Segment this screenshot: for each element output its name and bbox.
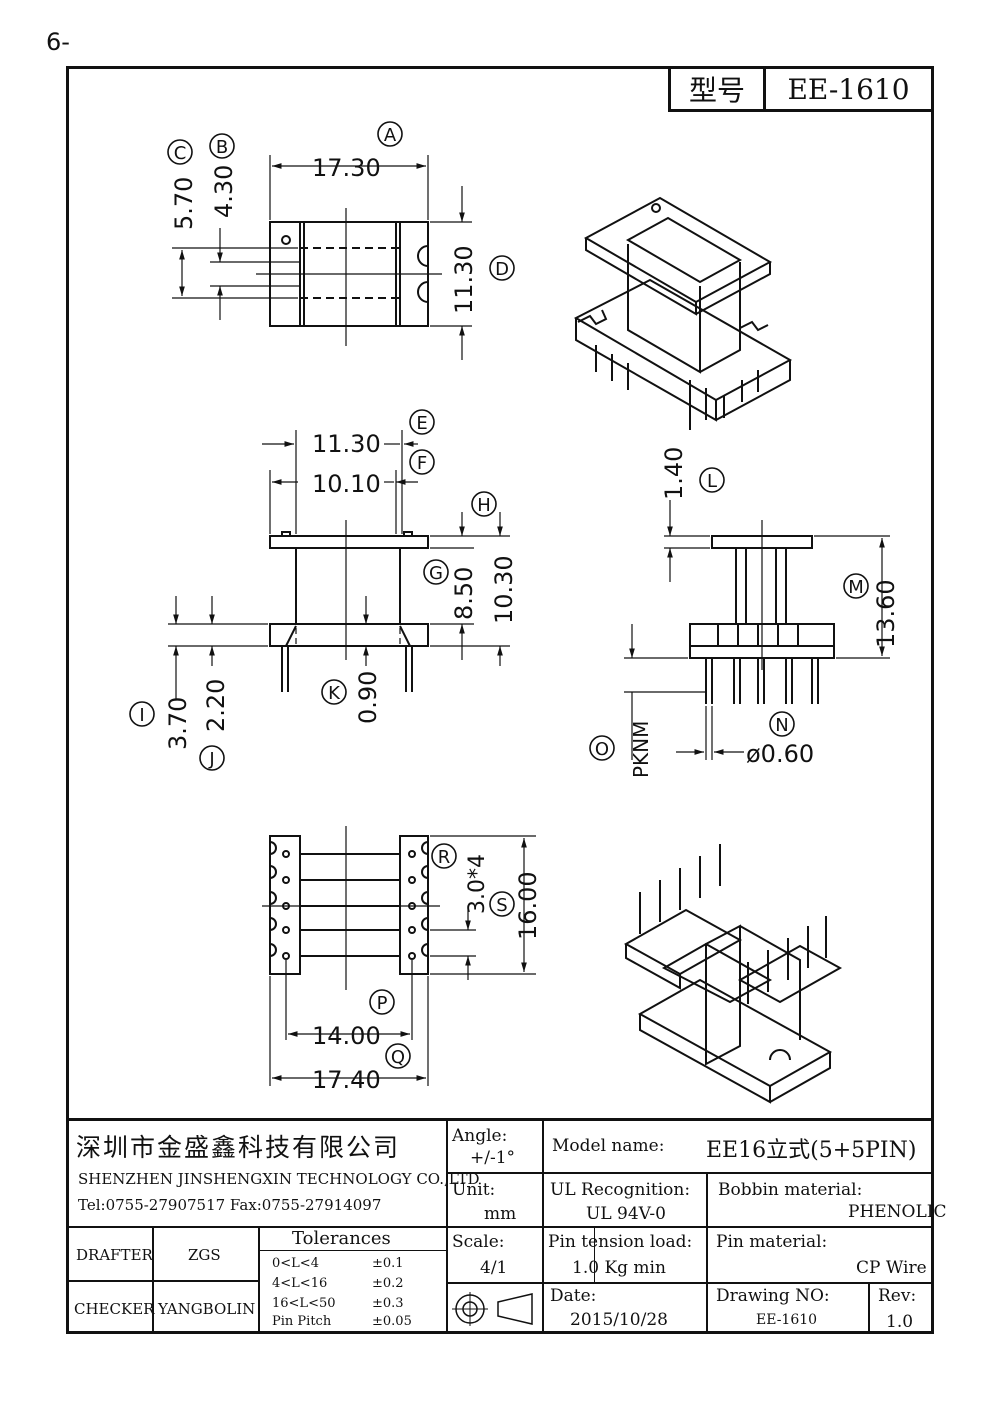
label-R: R: [438, 847, 451, 868]
dim-I: 3.70: [164, 697, 192, 750]
tolerance-value-2: ±0.2: [372, 1276, 404, 1291]
dim-G: 8.50: [450, 567, 478, 620]
dim-S: 16.00: [514, 871, 542, 940]
rev-label: Rev:: [878, 1286, 917, 1306]
projection-symbol-icon: [452, 1292, 533, 1326]
dim-K: 0.90: [354, 671, 382, 724]
label-H: H: [477, 495, 491, 516]
tolerance-range-3: 16<L<50: [272, 1296, 336, 1311]
drafter-value: ZGS: [188, 1246, 221, 1264]
dim-L: 1.40: [660, 447, 688, 500]
scale-value: 4/1: [480, 1258, 508, 1278]
circle-labels: [129, 121, 869, 1069]
front-view: [168, 430, 510, 700]
technical-drawing: A B C D E F G H I J K L M N O P Q R S 17…: [129, 121, 900, 1104]
drawing-frame: [66, 66, 934, 1334]
label-D: D: [495, 259, 509, 280]
dim-R: 3.0*4: [465, 854, 490, 914]
unit-value: mm: [484, 1204, 517, 1224]
bottom-view: [262, 826, 536, 1086]
ul-value: UL 94V-0: [586, 1204, 666, 1224]
dim-N: ø0.60: [746, 740, 814, 768]
label-P: P: [377, 993, 388, 1014]
dim-D: 11.30: [450, 245, 478, 314]
dim-P: 14.00: [312, 1022, 381, 1050]
tolerances-title: Tolerances: [292, 1228, 391, 1249]
unit-label: Unit:: [452, 1180, 496, 1200]
bobbin-value: PHENOLIC: [848, 1202, 947, 1222]
label-C: C: [174, 143, 187, 164]
angle-label: Angle:: [452, 1126, 508, 1146]
pin-tension-value: 1.0 Kg min: [572, 1258, 666, 1278]
model-box-label: 型号: [671, 69, 766, 109]
label-S: S: [496, 895, 507, 916]
side-view: [624, 500, 890, 760]
model-box-value: EE-1610: [787, 72, 910, 106]
drawing-no-label: Drawing NO:: [716, 1286, 830, 1306]
label-M: M: [848, 577, 864, 598]
dim-E: 11.30: [312, 430, 381, 458]
dim-J: 2.20: [202, 679, 230, 732]
ul-label: UL Recognition:: [550, 1180, 691, 1200]
dim-C: 5.70: [170, 177, 198, 230]
checker-value: YANGBOLIN: [158, 1300, 256, 1318]
label-G: G: [429, 563, 443, 584]
tolerance-value-1: ±0.1: [372, 1256, 404, 1271]
label-L: L: [707, 471, 717, 492]
scale-label: Scale:: [452, 1232, 505, 1252]
label-A: A: [384, 125, 397, 146]
dim-B: 4.30: [210, 165, 238, 218]
pin-material-value: CP Wire: [856, 1258, 927, 1278]
top-view: [172, 155, 472, 360]
dim-A: 17.30: [312, 154, 381, 182]
tolerance-range-4: Pin Pitch: [272, 1314, 332, 1329]
dim-Q: 17.40: [312, 1066, 381, 1094]
dim-O: PKNM: [629, 721, 653, 778]
drafter-label: DRAFTER: [76, 1246, 153, 1264]
tolerance-range-2: 4<L<16: [272, 1276, 328, 1291]
tolerance-value-3: ±0.3: [372, 1296, 404, 1311]
tolerance-range-1: 0<L<4: [272, 1256, 319, 1271]
checker-label: CHECKER: [74, 1300, 155, 1318]
rev-value: 1.0: [886, 1312, 914, 1332]
dim-H: 10.30: [490, 555, 518, 624]
drawing-no-value: EE-1610: [756, 1312, 818, 1328]
company-name-cn: 深圳市金盛鑫科技有限公司: [76, 1133, 401, 1162]
bobbin-label: Bobbin material:: [718, 1180, 863, 1200]
company-name-en: SHENZHEN JINSHENGXIN TECHNOLOGY CO.,LTD: [78, 1170, 480, 1188]
pin-tension-label: Pin tension load:: [548, 1232, 693, 1252]
label-B: B: [216, 137, 228, 158]
page-number: 6-: [46, 28, 70, 56]
date-value: 2015/10/28: [570, 1310, 668, 1330]
label-Q: Q: [391, 1047, 405, 1068]
label-I: I: [139, 705, 144, 726]
date-label: Date:: [550, 1286, 597, 1306]
angle-value: +/-1°: [470, 1148, 516, 1168]
model-name-label: Model name:: [552, 1136, 665, 1156]
label-F: F: [417, 453, 427, 474]
model-box: 型号 EE-1610: [668, 66, 934, 112]
company-contact: Tel:0755-27907517 Fax:0755-27914097: [78, 1196, 382, 1214]
tolerance-value-4: ±0.05: [372, 1314, 412, 1329]
title-block: 深圳市金盛鑫科技有限公司 SHENZHEN JINSHENGXIN TECHNO…: [66, 1118, 947, 1334]
isometric-view-top: [573, 196, 793, 430]
pin-material-label: Pin material:: [716, 1232, 828, 1252]
dim-M: 13.60: [872, 579, 900, 648]
isometric-view-bottom: [623, 844, 843, 1104]
label-K: K: [328, 683, 341, 704]
label-N: N: [775, 715, 788, 736]
label-J: J: [208, 749, 214, 770]
label-E: E: [416, 413, 427, 434]
dim-F: 10.10: [312, 470, 381, 498]
label-O: O: [595, 739, 609, 760]
model-name-value: EE16立式(5+5PIN): [706, 1138, 917, 1163]
